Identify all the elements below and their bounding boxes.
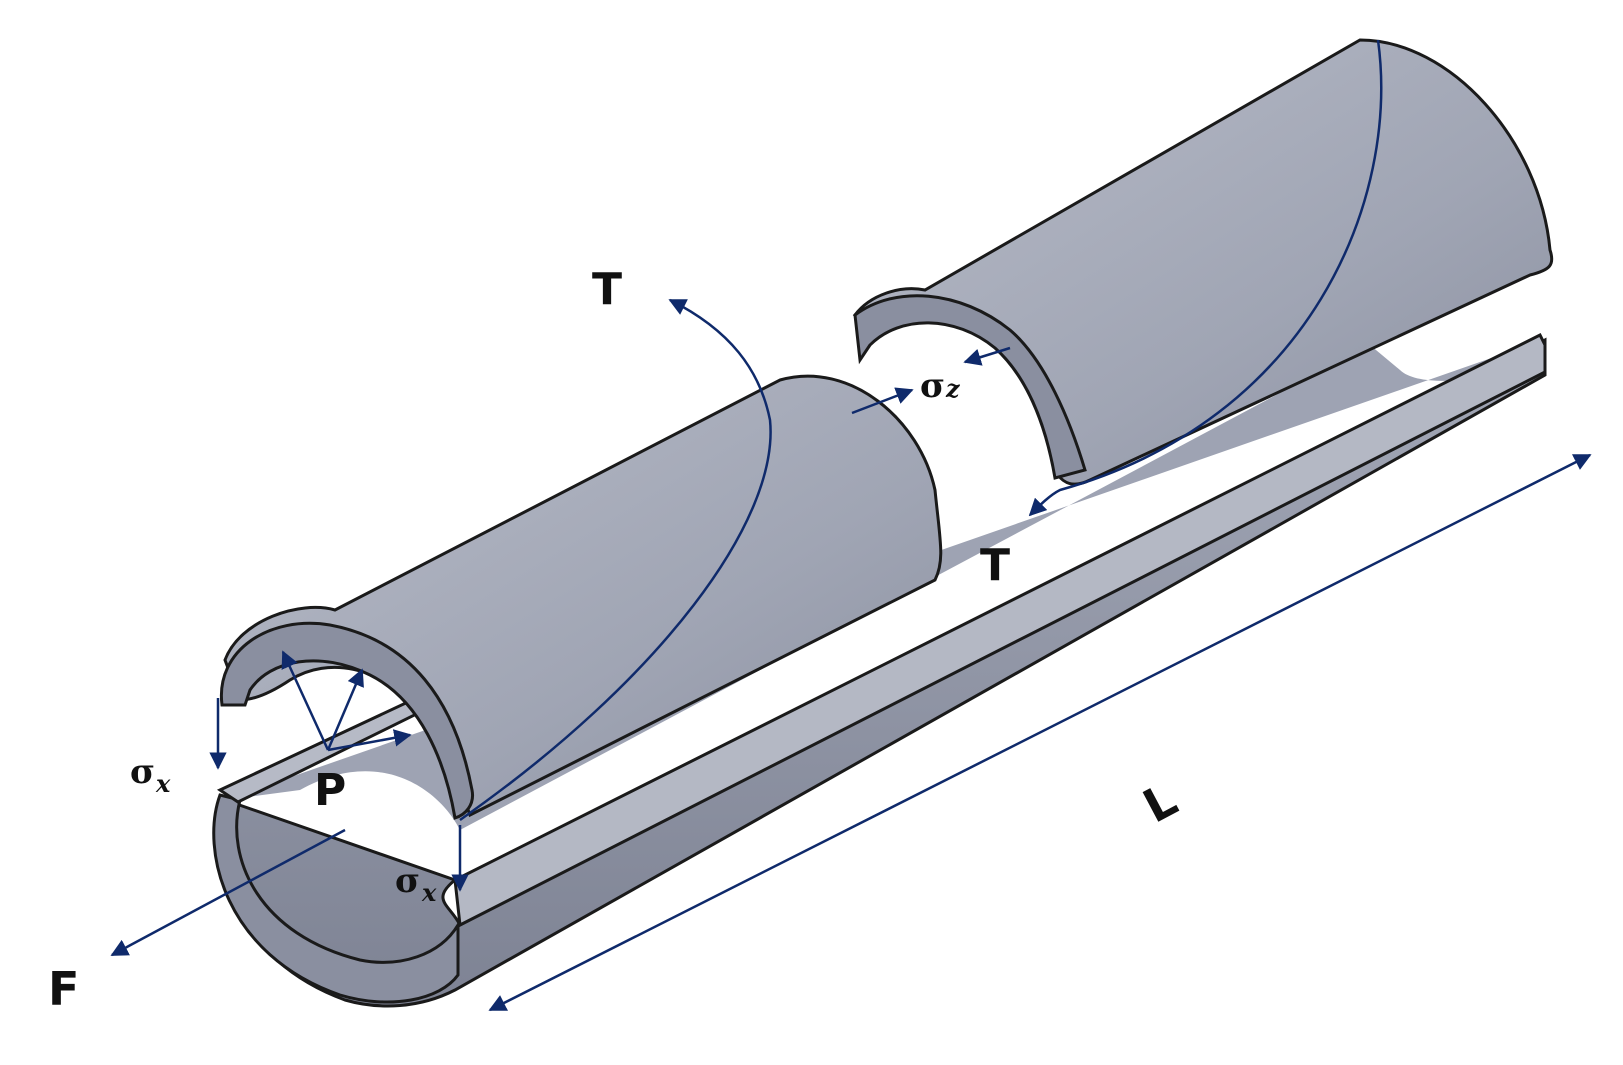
- sigma-z-label: σ z: [920, 366, 961, 406]
- sigma-z-arrow-left: [963, 346, 1011, 366]
- length-label: L: [1134, 772, 1185, 833]
- bottom-shell-front-edge: [212, 793, 460, 1004]
- pressure-label: P: [314, 765, 346, 816]
- annotation-arrows: [110, 39, 1592, 1012]
- pressure-arrow-1: [281, 650, 330, 751]
- sigma-x-bottom-symbol: σ: [395, 861, 420, 901]
- sigma-x-left-symbol: σ: [130, 752, 155, 792]
- force-arrow: [110, 828, 346, 957]
- pressure-arrow-3: [327, 729, 412, 752]
- length-dimension-arrow: [488, 453, 1592, 1012]
- torque-right-arrow: [1028, 39, 1383, 517]
- sigma-x-bottom-label: σ x: [395, 861, 437, 907]
- torque-top-arrow: [459, 298, 772, 822]
- torque-right-label: T: [980, 540, 1010, 591]
- sigma-x-left-label: σ x: [130, 752, 171, 798]
- sigma-x-left-subscript: x: [155, 769, 171, 798]
- sigma-z-subscript: z: [945, 374, 961, 403]
- sigma-z-arrow-right: [851, 387, 914, 415]
- torque-top-label: T: [592, 264, 622, 315]
- force-label: F: [48, 962, 79, 1016]
- sigma-x-bottom-subscript: x: [421, 878, 437, 907]
- sigma-z-symbol: σ: [920, 366, 945, 406]
- pressure-arrow-2: [326, 668, 364, 751]
- top-left-shell-end-face: [219, 621, 475, 820]
